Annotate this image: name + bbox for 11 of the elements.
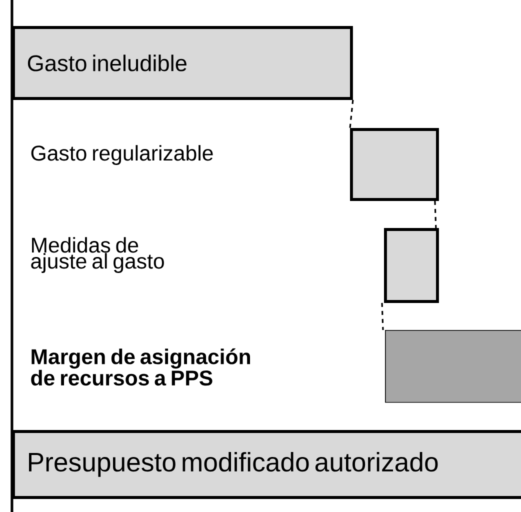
bar (385, 330, 521, 403)
label-bar: Gasto ineludible (12, 26, 353, 100)
bar (384, 228, 439, 303)
bar-label: Margen de asignación de recursos a PPS (31, 348, 250, 386)
connector-line (434, 200, 437, 228)
bar-label: Medidas de ajuste al gasto (31, 237, 164, 273)
bar-label: Gasto regularizable (31, 145, 213, 165)
connector-line (381, 302, 384, 330)
connector-line (349, 100, 354, 128)
bar (350, 128, 439, 201)
label-bar: Presupuesto modificado autorizado (12, 430, 521, 499)
